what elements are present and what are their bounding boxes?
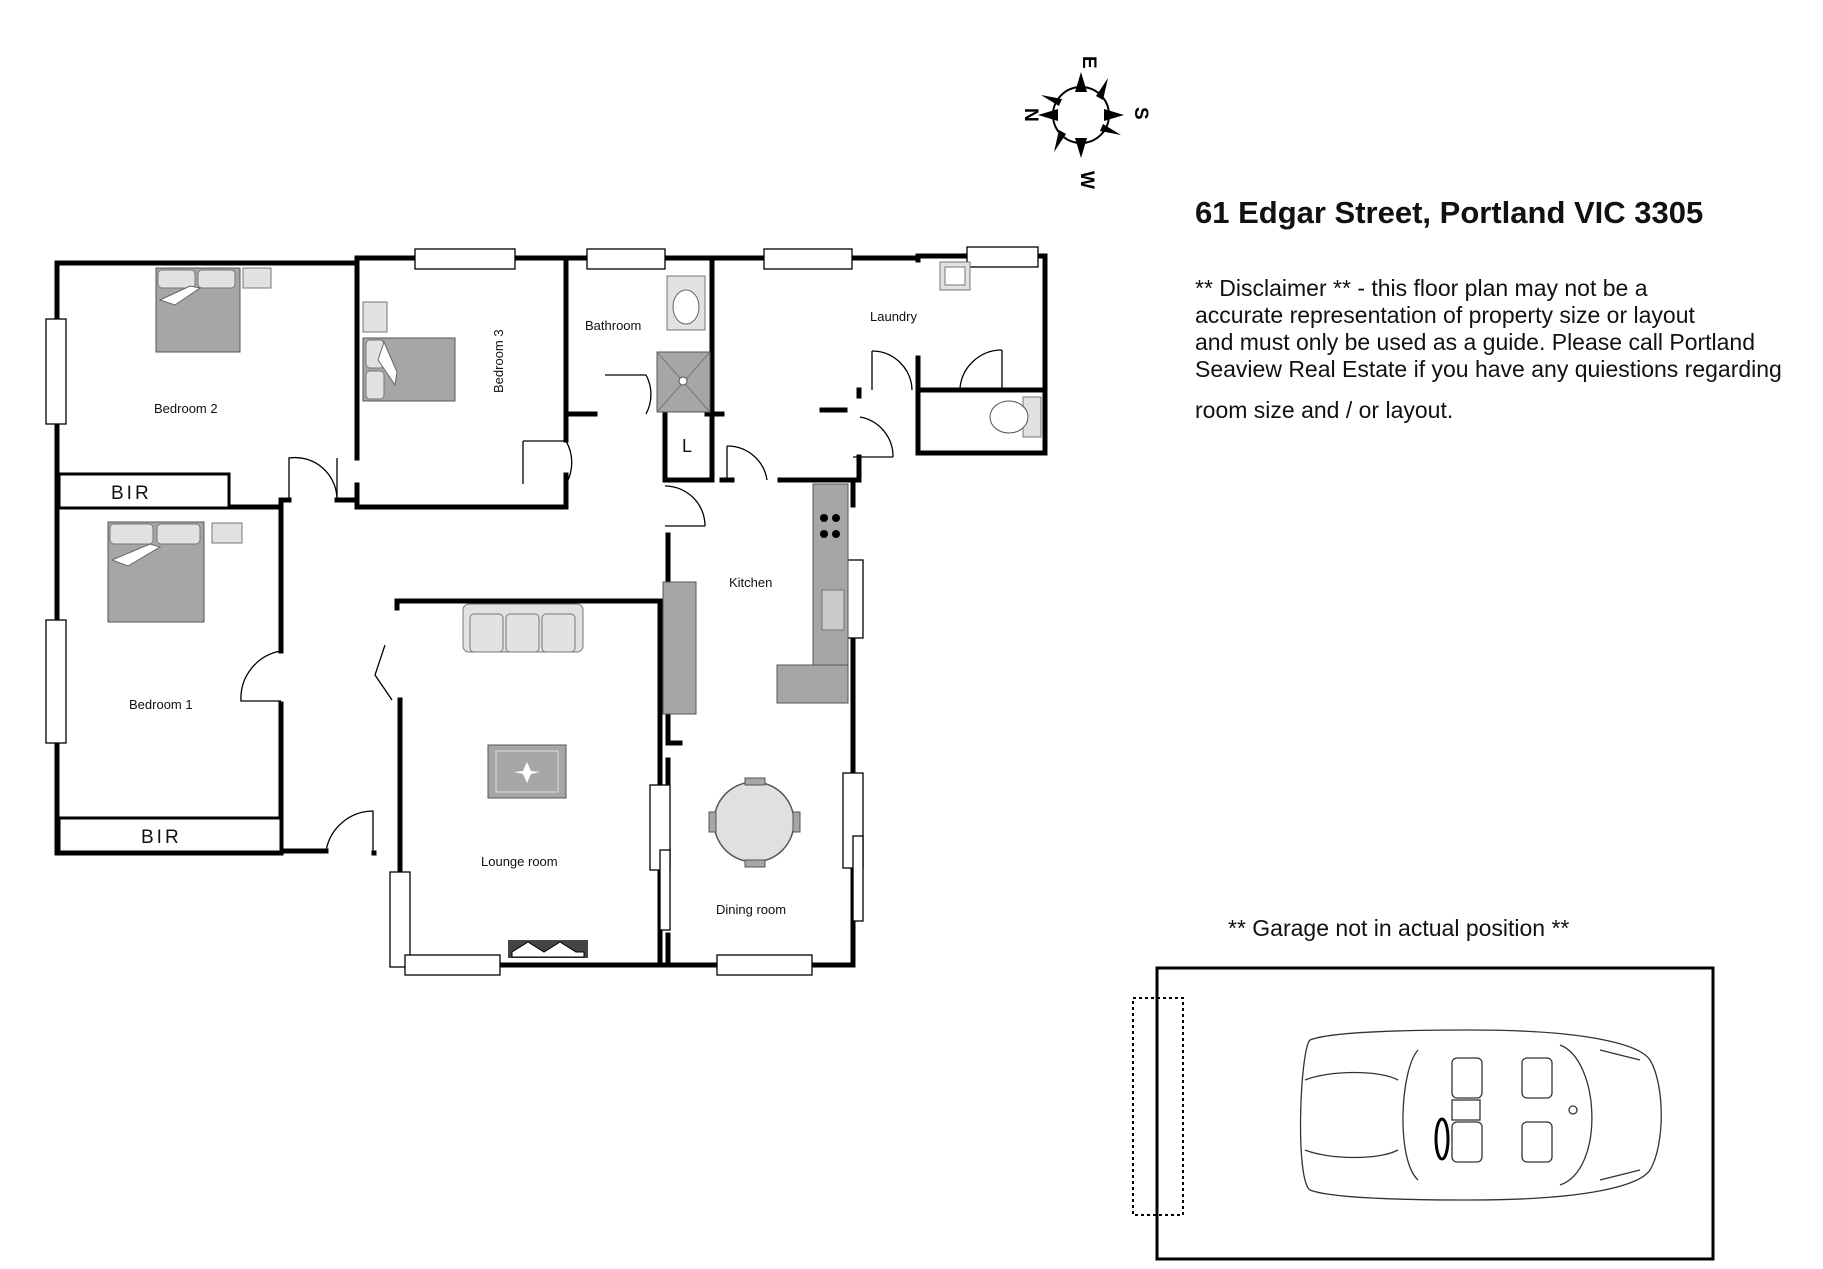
bir-label-bottom: BIR [141,827,182,848]
room-label-laundry: Laundry [870,309,917,324]
compass-west: W [1076,171,1097,189]
room-label-kitchen: Kitchen [729,575,772,590]
car-outline [1299,1029,1662,1201]
compass-rose: N E S W [1020,56,1151,189]
disclaimer-line: Seaview Real Estate if you have any quie… [1195,356,1782,382]
bir-cupboard-bottom [57,816,283,854]
bir-cupboard-top [57,472,231,510]
dining-table [713,781,795,863]
room-label-bedroom-1: Bedroom 1 [129,697,193,712]
compass-north: N [1020,108,1041,122]
garage-note: ** Garage not in actual position ** [1228,915,1570,941]
room-label-bedroom-2: Bedroom 2 [154,401,218,416]
disclaimer-text: ** Disclaimer ** - this floor plan may n… [1195,275,1823,424]
garage [1132,966,1715,1261]
room-label-bedroom-3: Bedroom 3 [491,329,506,393]
room-label-dining: Dining room [716,902,786,917]
windows [45,246,1039,976]
bir-label-top: BIR [111,483,152,504]
room-label-lounge: Lounge room [481,854,558,869]
disclaimer-line: room size and / or layout. [1195,397,1454,423]
room-label-bathroom: Bathroom [585,318,641,333]
compass-east: E [1078,56,1099,69]
property-address-title: 61 Edgar Street, Portland VIC 3305 [1195,195,1704,230]
compass-south: S [1130,107,1151,120]
room-label-l: L [682,436,692,456]
doors [240,349,1003,852]
disclaimer-line: and must only be used as a guide. Please… [1195,329,1756,355]
disclaimer-line: accurate representation of property size… [1195,302,1695,328]
furniture [107,261,1042,958]
disclaimer-line: ** Disclaimer ** - this floor plan may n… [1195,275,1648,301]
